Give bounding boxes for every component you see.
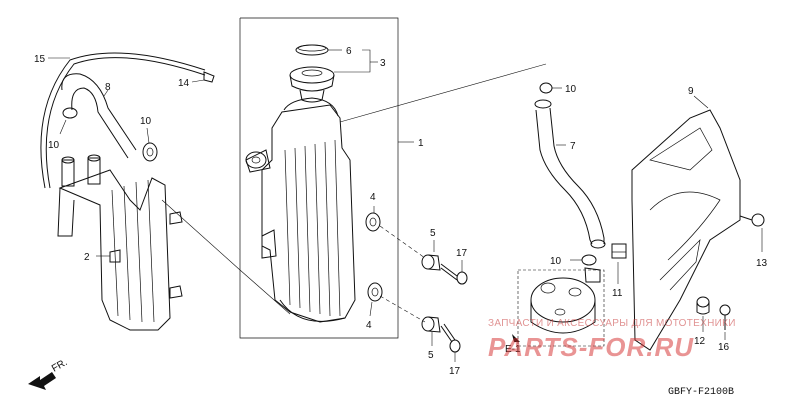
callout-10-left: 10 <box>48 140 60 151</box>
bolt-shroud-part <box>719 304 731 340</box>
water-pump-hose-part <box>534 99 606 249</box>
callout-10-pump-upper: 10 <box>565 84 577 95</box>
callout-4-lower: 4 <box>366 320 372 331</box>
diagram-code: GBFY-F2100B <box>668 387 734 398</box>
cap-seal-part <box>295 44 342 56</box>
assembly-frame <box>239 17 399 339</box>
watermark-tagline: ЗАПЧАСТИ И АКСЕССУАРЫ ДЛЯ МОТОТЕХНИКИ <box>488 318 736 329</box>
callout-5-upper: 5 <box>430 228 436 239</box>
overflow-tube-part <box>40 52 206 189</box>
water-pump-cover <box>517 267 605 347</box>
callout-16: 16 <box>718 342 730 353</box>
hose-clamp-left-part <box>59 107 78 135</box>
radiator-shroud-part <box>631 95 741 351</box>
collar-lower-part <box>421 316 441 346</box>
grommet-upper-part <box>365 206 381 232</box>
bracket-3 <box>362 49 371 73</box>
radiator-cap-part <box>289 66 362 103</box>
callout-3: 3 <box>380 58 386 69</box>
callout-14: 14 <box>178 78 190 89</box>
callout-6: 6 <box>346 46 352 57</box>
grommet-lower-part <box>367 282 383 317</box>
hose-clamp-pump-upper-part <box>539 82 562 94</box>
callout-10-pump-lower: 10 <box>550 256 562 267</box>
watermark-logo: PARTS-FOR.RU <box>488 332 694 362</box>
collar-shroud-part <box>696 296 710 332</box>
callout-8: 8 <box>105 82 111 93</box>
callout-2: 2 <box>84 252 90 263</box>
bolt-upper-part <box>440 260 468 285</box>
callout-17-lower: 17 <box>449 366 461 377</box>
callout-5-lower: 5 <box>428 350 434 361</box>
shroud-bolt-part <box>739 213 765 252</box>
callout-7: 7 <box>570 141 576 152</box>
collar-upper-part <box>421 240 441 271</box>
callout-17-upper: 17 <box>456 248 468 259</box>
callout-12: 12 <box>694 336 706 347</box>
front-direction-arrow <box>28 372 56 390</box>
ref-arrow-icon <box>512 334 520 342</box>
callout-9: 9 <box>688 86 694 97</box>
callout-15: 15 <box>34 54 46 65</box>
clip-part <box>611 243 627 284</box>
callout-1: 1 <box>418 138 424 149</box>
ref-mark: E-1 <box>505 344 521 355</box>
hose-clamp-pump-lower-part <box>570 254 597 266</box>
right-radiator-part <box>245 63 547 323</box>
callout-11: 11 <box>612 288 623 299</box>
callout-10-upper: 10 <box>140 116 152 127</box>
front-direction-label: FR. <box>50 357 69 375</box>
tube-clip-part <box>191 71 215 83</box>
callout-4-upper: 4 <box>370 192 376 203</box>
hose-clamp-upper-part <box>142 127 158 162</box>
bolt-lower-part <box>440 323 461 362</box>
callout-13: 13 <box>756 258 768 269</box>
upper-hose-part <box>61 73 137 159</box>
left-radiator-part <box>57 154 183 331</box>
